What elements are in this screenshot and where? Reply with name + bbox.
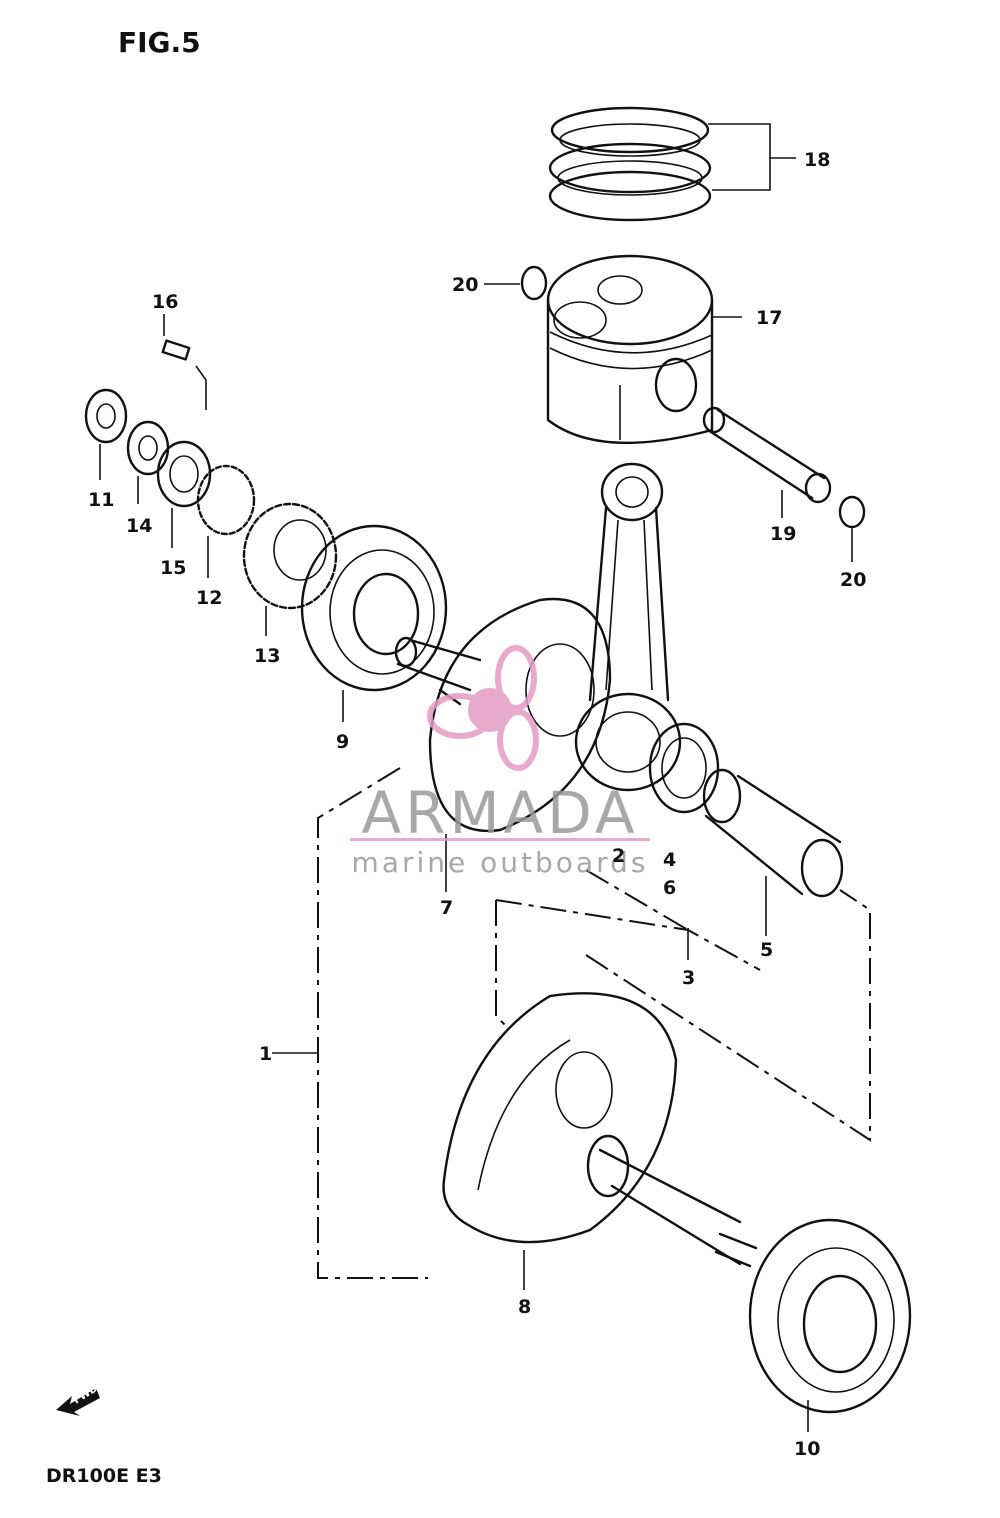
watermark-logo: ARMADA marine outboards [350,645,650,879]
nut-icon [126,420,170,476]
conrod-icon [574,462,682,792]
watermark-brand: ARMADA [361,779,638,847]
pin-icon [702,406,832,504]
circlip-icon [520,265,548,301]
circlip-icon [838,495,866,529]
callout-18: 18 [804,149,830,171]
callout-20-top: 20 [452,274,478,296]
model-code: DR100E E3 [46,1465,162,1487]
callout-11: 11 [88,489,114,511]
callout-8: 8 [518,1296,531,1318]
crank-web-icon [394,597,612,833]
piston-ring-icon [548,106,712,222]
callout-5: 5 [760,939,773,961]
bearing-icon [648,722,720,814]
spacer-icon [84,388,128,444]
callout-19: 19 [770,523,796,545]
callout-3: 3 [682,967,695,989]
callout-15: 15 [160,557,186,579]
washer-icon [156,440,212,508]
bearing-icon [300,524,448,692]
key-icon [161,339,191,361]
callout-6: 6 [663,877,676,899]
callout-4: 4 [663,849,676,871]
fwd-arrow-icon: FWD [56,1383,100,1416]
crank-web-icon [442,992,758,1268]
callout-7: 7 [440,897,453,919]
crank-pin-icon [702,768,844,898]
callout-20-right: 20 [840,569,866,591]
callout-17: 17 [756,307,782,329]
callout-16: 16 [152,291,178,313]
gear-icon [196,464,256,536]
watermark-tagline: marine outboards [352,846,649,879]
figure-title: FIG.5 [118,26,201,59]
callout-14: 14 [126,515,152,537]
callout-9: 9 [336,731,349,753]
callout-12: 12 [196,587,222,609]
gear-icon [242,502,338,610]
piston-icon [546,254,714,445]
callout-10: 10 [794,1438,820,1460]
callout-13: 13 [254,645,280,667]
callout-2: 2 [612,845,625,867]
callout-1: 1 [259,1043,272,1065]
bearing-icon [748,1218,912,1414]
propeller-icon [427,645,539,771]
callout-labels: 1 2 3 4 5 6 7 8 9 10 11 12 13 14 15 16 1… [88,149,866,1460]
